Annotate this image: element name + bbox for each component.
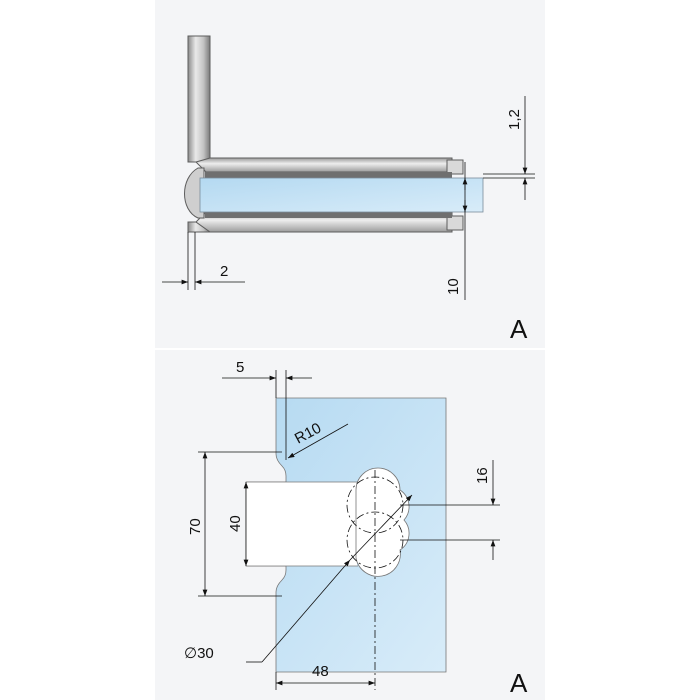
dimension-gap: 2 [162, 232, 245, 290]
dimension-gap-label: 2 [220, 263, 228, 280]
top-view: 2 10 1,2 A [155, 0, 545, 348]
dimension-height-70: 70 [187, 451, 282, 597]
hinge-knuckle [184, 167, 205, 219]
dimension-diameter-label: ∅30 [184, 645, 214, 662]
view-label-bottom: A [510, 668, 528, 698]
dimension-height-40-label: 40 [227, 515, 244, 532]
dimension-hole-16-label: 16 [474, 467, 491, 484]
dimension-glass-thickness: 10 [445, 162, 468, 300]
dimension-hole-16: 16 [400, 460, 500, 560]
dimension-height-70-label: 70 [187, 518, 204, 535]
dimension-clearance: 1,2 [483, 96, 535, 200]
bottom-view: 5 R10 70 40 16 [155, 350, 545, 700]
dimension-diameter: ∅30 [184, 494, 413, 663]
clamp-arm-upper [195, 157, 464, 178]
clamp-arm-lower [195, 211, 464, 233]
dimension-width-48: 48 [275, 663, 375, 690]
glass-pane-section [199, 177, 484, 213]
cutout-slot [246, 482, 356, 566]
dimension-glass-thickness-label: 10 [445, 278, 462, 295]
dimension-edge-label: 5 [236, 359, 244, 376]
dimension-width-48-label: 48 [312, 663, 329, 680]
dimension-clearance-label: 1,2 [506, 109, 523, 130]
dimension-height-40: 40 [227, 482, 249, 566]
dimension-edge: 5 [222, 359, 312, 460]
round-cutout [355, 467, 410, 577]
view-label-top: A [510, 314, 528, 344]
